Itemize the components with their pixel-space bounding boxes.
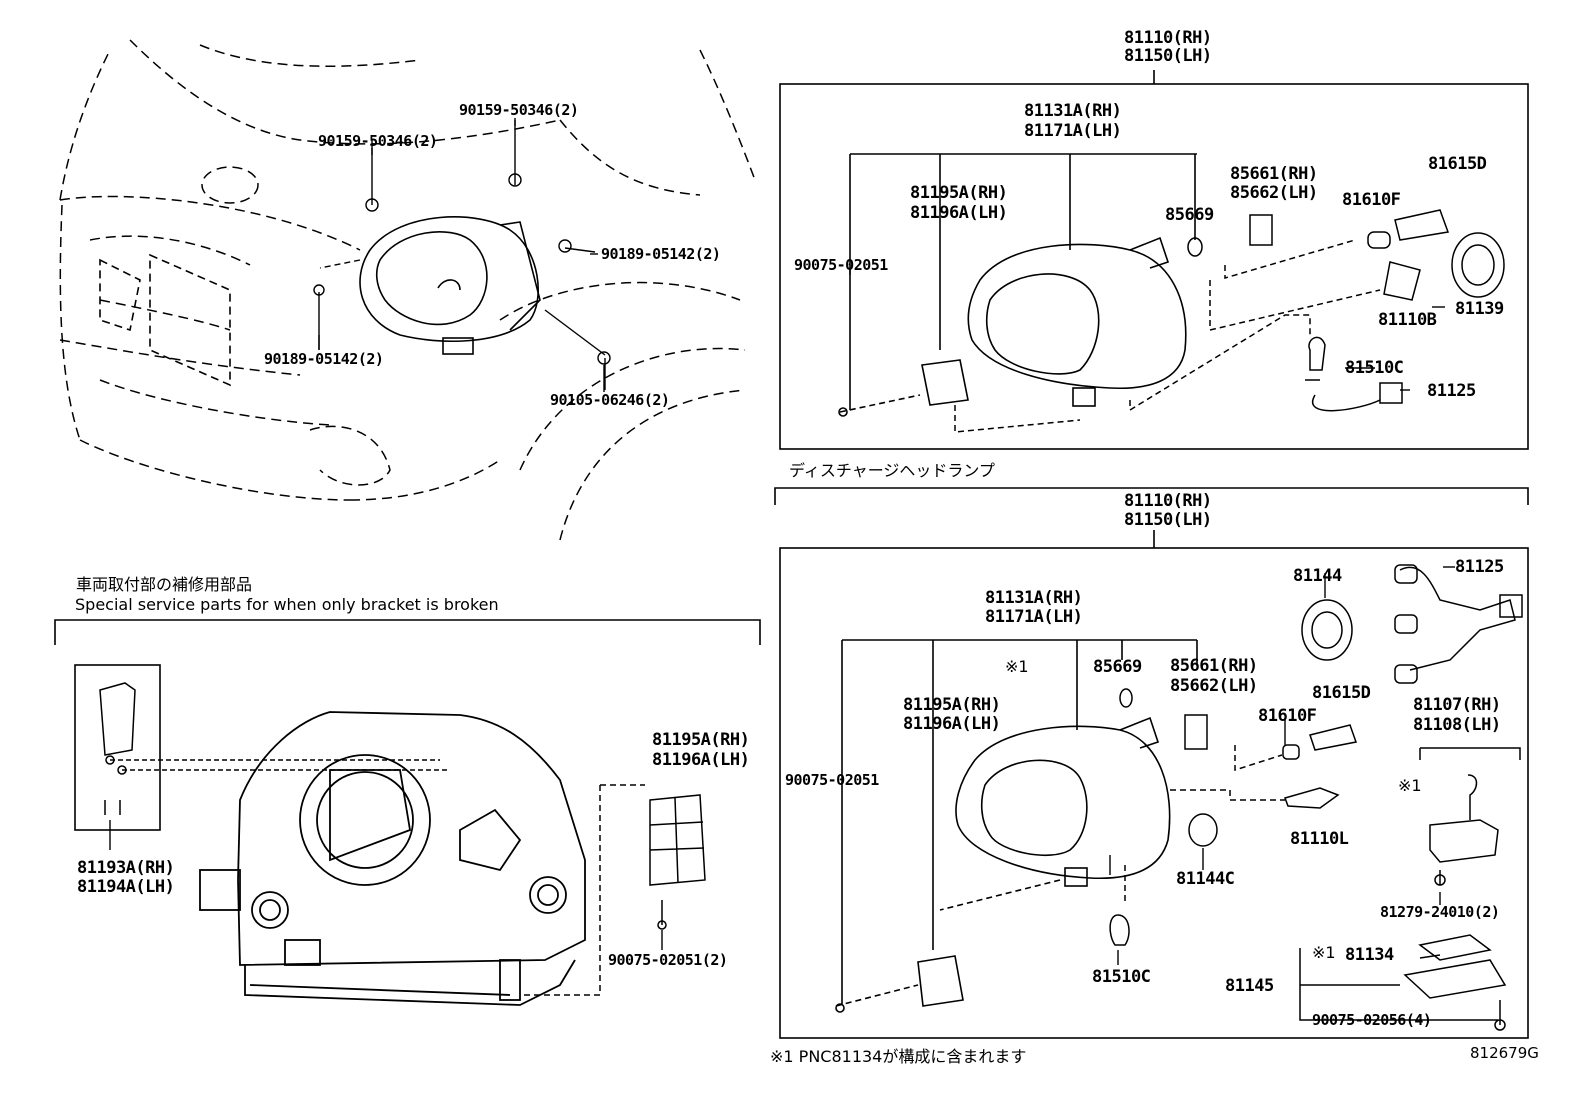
halogen-components xyxy=(954,209,1505,433)
halogen-socket-d-label: 81615D xyxy=(1428,154,1487,174)
halogen-cover-label: 81139 xyxy=(1455,299,1504,319)
bracket-rh-label: 81193A(RH) xyxy=(77,858,175,878)
bracket-adjuster-lh-label: 81196A(LH) xyxy=(652,750,750,770)
discharge-unit-mark: ※1 xyxy=(1005,657,1029,676)
car-body-outline xyxy=(59,39,756,541)
discharge-bulb-f-label: 81610F xyxy=(1258,706,1317,726)
bracket-frame xyxy=(54,619,761,831)
discharge-assy-lh-label: 81150(LH) xyxy=(1124,510,1212,530)
bolt-lower-label: 90105-06246(2) xyxy=(550,391,670,409)
discharge-bulb-c-label: 81510C xyxy=(1092,967,1151,987)
bracket-lh-label: 81194A(LH) xyxy=(77,877,175,897)
discharge-unit-lh-label: 81171A(LH) xyxy=(985,607,1083,627)
halogen-bulb-f-label: 81610F xyxy=(1342,190,1401,210)
bracket-adjuster-rh-label: 81195A(RH) xyxy=(652,730,750,750)
discharge-screw2-label: 90075-02056(4) xyxy=(1312,1011,1432,1029)
bracket-screw-label: 90075-02051(2) xyxy=(608,951,728,969)
car-headlamp-drawing xyxy=(359,216,541,355)
discharge-bolt-label: 81279-24010(2) xyxy=(1380,903,1500,921)
discharge-socket-d-label: 81615D xyxy=(1312,683,1371,703)
halogen-motor-rh-label: 85661(RH) xyxy=(1230,164,1318,184)
discharge-bracket-label: 81145 xyxy=(1225,976,1274,996)
halogen-screw-label: 90075-02051 xyxy=(794,256,888,274)
discharge-ballast-lh-label: 81108(LH) xyxy=(1413,715,1501,735)
discharge-wire-label: 81125 xyxy=(1455,557,1504,577)
discharge-cap-label: 81144C xyxy=(1176,869,1235,889)
clip-right-label: 90189-05142(2) xyxy=(601,245,721,263)
halogen-adjuster-rh-label: 81195A(RH) xyxy=(910,183,1008,203)
discharge-motor-lh-label: 85662(LH) xyxy=(1170,676,1258,696)
halogen-assy-rh-label: 81110(RH) xyxy=(1124,28,1212,48)
discharge-computer-label: 81134 xyxy=(1345,945,1394,965)
discharge-unit-rh-label: 81131A(RH) xyxy=(985,588,1083,608)
discharge-cover-label: 81144 xyxy=(1293,566,1342,586)
halogen-assy-lh-label: 81150(LH) xyxy=(1124,46,1212,66)
halogen-unit-rh-label: 81131A(RH) xyxy=(1024,101,1122,121)
discharge-gasket-label: 85669 xyxy=(1093,657,1142,677)
car-fasteners xyxy=(313,120,611,390)
discharge-ballast-mark: ※1 xyxy=(1398,776,1422,795)
discharge-frame xyxy=(774,487,1529,1039)
halogen-gasket-label: 85669 xyxy=(1165,205,1214,225)
discharge-adjuster-lh-label: 81196A(LH) xyxy=(903,714,1001,734)
discharge-components xyxy=(1109,564,1523,1031)
discharge-ballast-rh-label: 81107(RH) xyxy=(1413,695,1501,715)
lamp-rear-view xyxy=(199,711,586,1006)
discharge-title: ディスチャージヘッドランプ xyxy=(789,461,995,480)
halogen-frame xyxy=(779,70,1529,450)
leader-lines xyxy=(109,118,1455,965)
diagram-id: 812679G xyxy=(1470,1044,1539,1062)
bracket-section-title-jp: 車両取付部の補修用部品 xyxy=(76,575,253,594)
discharge-assy-rh-label: 81110(RH) xyxy=(1124,491,1212,511)
halogen-bulb-c-label: 81510C xyxy=(1345,358,1404,378)
halogen-motor-lh-label: 85662(LH) xyxy=(1230,183,1318,203)
halogen-socket-wire-label: 81125 xyxy=(1427,381,1476,401)
bracket-section-title-en: Special service parts for when only brac… xyxy=(75,595,499,614)
discharge-adjuster-rh-label: 81195A(RH) xyxy=(903,695,1001,715)
halogen-adjuster-lh-label: 81196A(LH) xyxy=(910,203,1008,223)
discharge-computer-mark: ※1 xyxy=(1312,943,1336,962)
adjuster-right-drawing xyxy=(520,784,706,996)
footnote: ※1 PNC81134が構成に含まれます xyxy=(770,1047,1027,1066)
discharge-lamp-drawing xyxy=(835,716,1171,1013)
discharge-motor-rh-label: 85661(RH) xyxy=(1170,656,1258,676)
bolt-upper-right-label: 90159-50346(2) xyxy=(459,101,579,119)
discharge-bulb-l-label: 81110L xyxy=(1290,829,1349,849)
bolt-upper-left-label: 90159-50346(2) xyxy=(318,132,438,150)
clip-left-label: 90189-05142(2) xyxy=(264,350,384,368)
discharge-screw-label: 90075-02051 xyxy=(785,771,879,789)
halogen-bulb-b-label: 81110B xyxy=(1378,310,1437,330)
halogen-unit-lh-label: 81171A(LH) xyxy=(1024,121,1122,141)
car-grille xyxy=(99,253,231,387)
bracket-drawing xyxy=(99,682,450,815)
halogen-lamp-drawing xyxy=(838,236,1187,417)
